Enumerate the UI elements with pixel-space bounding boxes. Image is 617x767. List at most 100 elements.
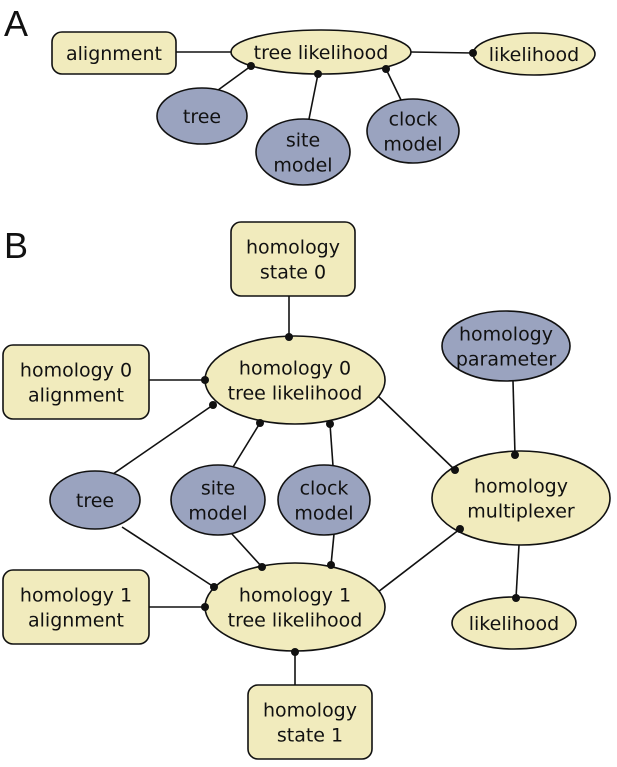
node-label-line: tree likelihood <box>228 610 363 632</box>
node-b-clock-model: clock model <box>277 464 371 536</box>
node-b-homology-1-tree-likelihood: homology 1 tree likelihood <box>204 562 386 652</box>
node-label-line: alignment <box>66 43 162 65</box>
edge-dot-15 <box>456 525 464 533</box>
node-box <box>51 31 177 75</box>
edge-dot-5 <box>285 333 293 341</box>
node-label-line: model <box>273 155 332 177</box>
node-label-line: state 1 <box>277 725 343 747</box>
node-label-line: state 0 <box>260 262 326 284</box>
edge-2 <box>213 65 252 94</box>
panel-b-label: B <box>4 225 28 266</box>
node-label-line: homology 1 <box>20 585 132 607</box>
node-ellipse <box>204 335 386 425</box>
edge-8 <box>232 422 261 468</box>
edge-dot-6 <box>201 376 209 384</box>
node-label-line: likelihood <box>489 44 579 66</box>
node-a-site-model: site model <box>255 118 351 186</box>
edge-dot-4 <box>382 65 390 73</box>
edge-dot-11 <box>511 451 519 459</box>
node-b-homology-state-1: homology state 1 <box>247 684 373 760</box>
edge-12 <box>121 526 215 588</box>
node-ellipse <box>204 562 386 652</box>
node-label-line: homology 0 <box>239 358 351 380</box>
edge-dot-8 <box>256 419 264 427</box>
edge-9 <box>329 423 334 467</box>
edge-1 <box>410 51 474 54</box>
node-label-line: model <box>188 503 247 525</box>
edge-13 <box>231 533 263 568</box>
edge-dot-2 <box>247 62 255 70</box>
node-box <box>247 684 373 760</box>
node-a-tree: tree <box>156 87 248 145</box>
node-ellipse <box>366 98 460 164</box>
node-label-line: tree likelihood <box>254 42 389 64</box>
edge-dot-13 <box>258 563 266 571</box>
node-b-homology-0-alignment: homology 0 alignment <box>2 344 150 420</box>
edge-dot-17 <box>512 594 520 602</box>
node-label-line: alignment <box>28 610 124 632</box>
node-label-line: homology <box>246 237 340 259</box>
node-ellipse <box>156 87 248 145</box>
node-b-homology-0-tree-likelihood: homology 0 tree likelihood <box>204 335 386 425</box>
node-label-line: clock <box>389 109 438 131</box>
edge-dot-3 <box>314 70 322 78</box>
edge-dot-16 <box>201 603 209 611</box>
node-label-line: site <box>286 130 320 152</box>
node-a-alignment: alignment <box>51 31 177 75</box>
node-b-homology-parameter: homology parameter <box>441 310 571 382</box>
node-ellipse <box>431 450 611 546</box>
node-label-line: tree likelihood <box>228 383 363 405</box>
node-ellipse <box>441 310 571 382</box>
node-label-line: tree <box>76 490 114 512</box>
edge-dot-18 <box>291 648 299 656</box>
edge-14 <box>330 533 335 566</box>
node-label-line: homology 1 <box>239 585 351 607</box>
connector-dots-layer <box>201 49 520 656</box>
node-b-homology-state-0: homology state 0 <box>230 221 356 297</box>
edge-10 <box>377 395 456 471</box>
node-box <box>230 221 356 297</box>
edge-11 <box>512 380 516 456</box>
node-ellipse <box>277 464 371 536</box>
node-label-line: homology <box>474 476 568 498</box>
edge-dot-1 <box>469 49 477 57</box>
edge-dot-14 <box>327 561 335 569</box>
edge-17 <box>515 544 520 599</box>
node-label-line: homology <box>459 324 553 346</box>
node-label-line: clock <box>300 478 349 500</box>
node-b-tree: tree <box>49 470 141 530</box>
node-b-likelihood: likelihood <box>451 596 577 650</box>
node-a-tree-likelihood: tree likelihood <box>230 29 412 75</box>
node-label-line: homology 0 <box>20 360 132 382</box>
node-b-homology-1-alignment: homology 1 alignment <box>2 569 150 645</box>
node-ellipse <box>49 470 141 530</box>
edge-15 <box>377 528 461 593</box>
edge-dot-10 <box>451 466 459 474</box>
node-label-line: multiplexer <box>467 501 575 523</box>
node-label-line: site <box>201 478 235 500</box>
edge-dot-7 <box>209 401 217 409</box>
edge-4 <box>385 68 403 103</box>
node-ellipse <box>255 118 351 186</box>
edge-3 <box>308 73 319 120</box>
node-label-line: model <box>383 134 442 156</box>
node-b-homology-multiplexer: homology multiplexer <box>431 450 611 546</box>
node-a-clock-model: clock model <box>366 98 460 164</box>
edge-7 <box>112 404 214 475</box>
edges-layer <box>112 51 520 690</box>
node-label-line: model <box>294 503 353 525</box>
panel-a-label: A <box>4 3 28 44</box>
node-box <box>2 569 150 645</box>
node-label-line: alignment <box>28 385 124 407</box>
node-a-likelihood: likelihood <box>472 32 596 76</box>
node-box <box>2 344 150 420</box>
node-label-line: tree <box>183 106 221 128</box>
node-label-line: likelihood <box>469 613 559 635</box>
node-label-line: parameter <box>456 349 556 371</box>
node-b-site-model: site model <box>170 464 266 536</box>
node-label-line: homology <box>263 700 357 722</box>
edge-dot-12 <box>210 583 218 591</box>
edge-dot-9 <box>326 420 334 428</box>
nodes-layer: alignment tree likelihood likelihood tree si… <box>2 29 611 760</box>
